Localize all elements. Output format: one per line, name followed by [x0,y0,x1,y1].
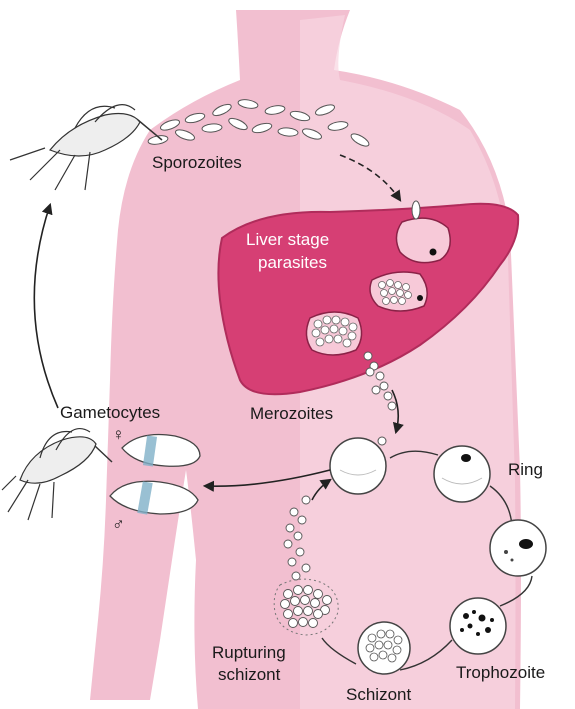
schizont-rbc [358,622,410,674]
mosquito-icon [2,429,112,520]
uninfected-rbc [330,437,386,494]
label-rupturing-line1: Rupturing [212,643,286,662]
label-sporozoites: Sporozoites [152,153,242,172]
ring-stage-rbc [434,446,490,502]
label-trophozoite: Trophozoite [456,663,545,682]
female-symbol: ♀ [112,425,125,444]
label-liver-stage-line2: parasites [258,253,327,272]
rupturing-hepatocyte [306,312,361,355]
late-ring-rbc [490,520,546,576]
trophozoite-rbc [450,598,506,654]
label-merozoites: Merozoites [250,404,333,423]
label-rupturing-line2: schizont [218,665,281,684]
label-liver-stage-line1: Liver stage [246,230,329,249]
label-ring: Ring [508,460,543,479]
label-schizont: Schizont [346,685,411,704]
arrow-gametocytes-to-mosquito [34,205,58,408]
male-symbol: ♂ [112,515,125,534]
infected-hepatocyte-2 [370,272,427,311]
label-gametocytes: Gametocytes [60,403,160,422]
